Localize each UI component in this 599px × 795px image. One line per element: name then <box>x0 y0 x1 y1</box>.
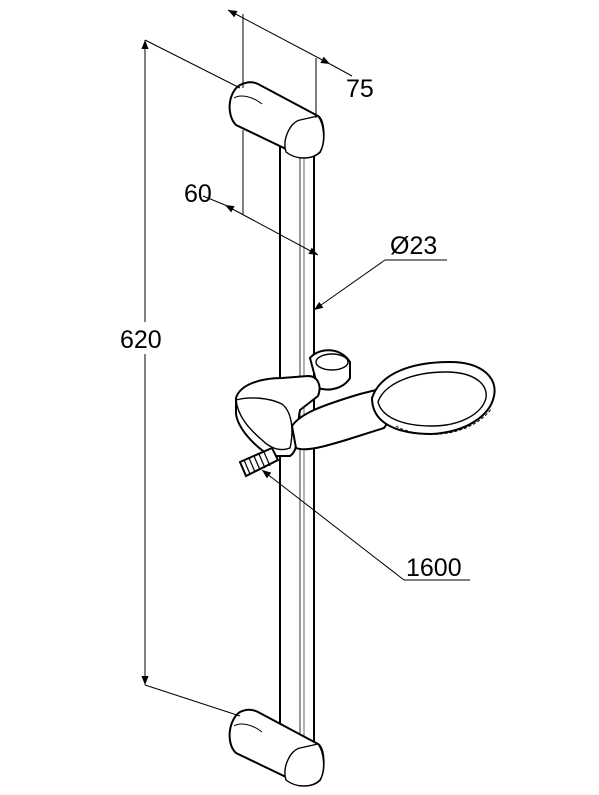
hand-shower-head <box>370 360 496 436</box>
diameter-dimension: Ø23 <box>313 232 447 311</box>
inner-depth-label: 60 <box>184 180 212 208</box>
bottom-wall-bracket <box>228 708 325 787</box>
inner-depth-dimension: 60 <box>184 130 319 256</box>
diameter-label: Ø23 <box>390 232 437 260</box>
height-dimension-label: 620 <box>120 326 162 354</box>
hose-length-dimension: 1600 <box>261 469 470 582</box>
outer-depth-dimension: 75 <box>227 9 374 118</box>
height-dimension: 620 <box>116 39 241 717</box>
top-wall-bracket <box>228 81 325 159</box>
hose-connector <box>238 446 280 478</box>
outer-depth-label: 75 <box>346 75 374 103</box>
hose-length-label: 1600 <box>406 554 462 582</box>
slider-holder <box>235 349 391 457</box>
